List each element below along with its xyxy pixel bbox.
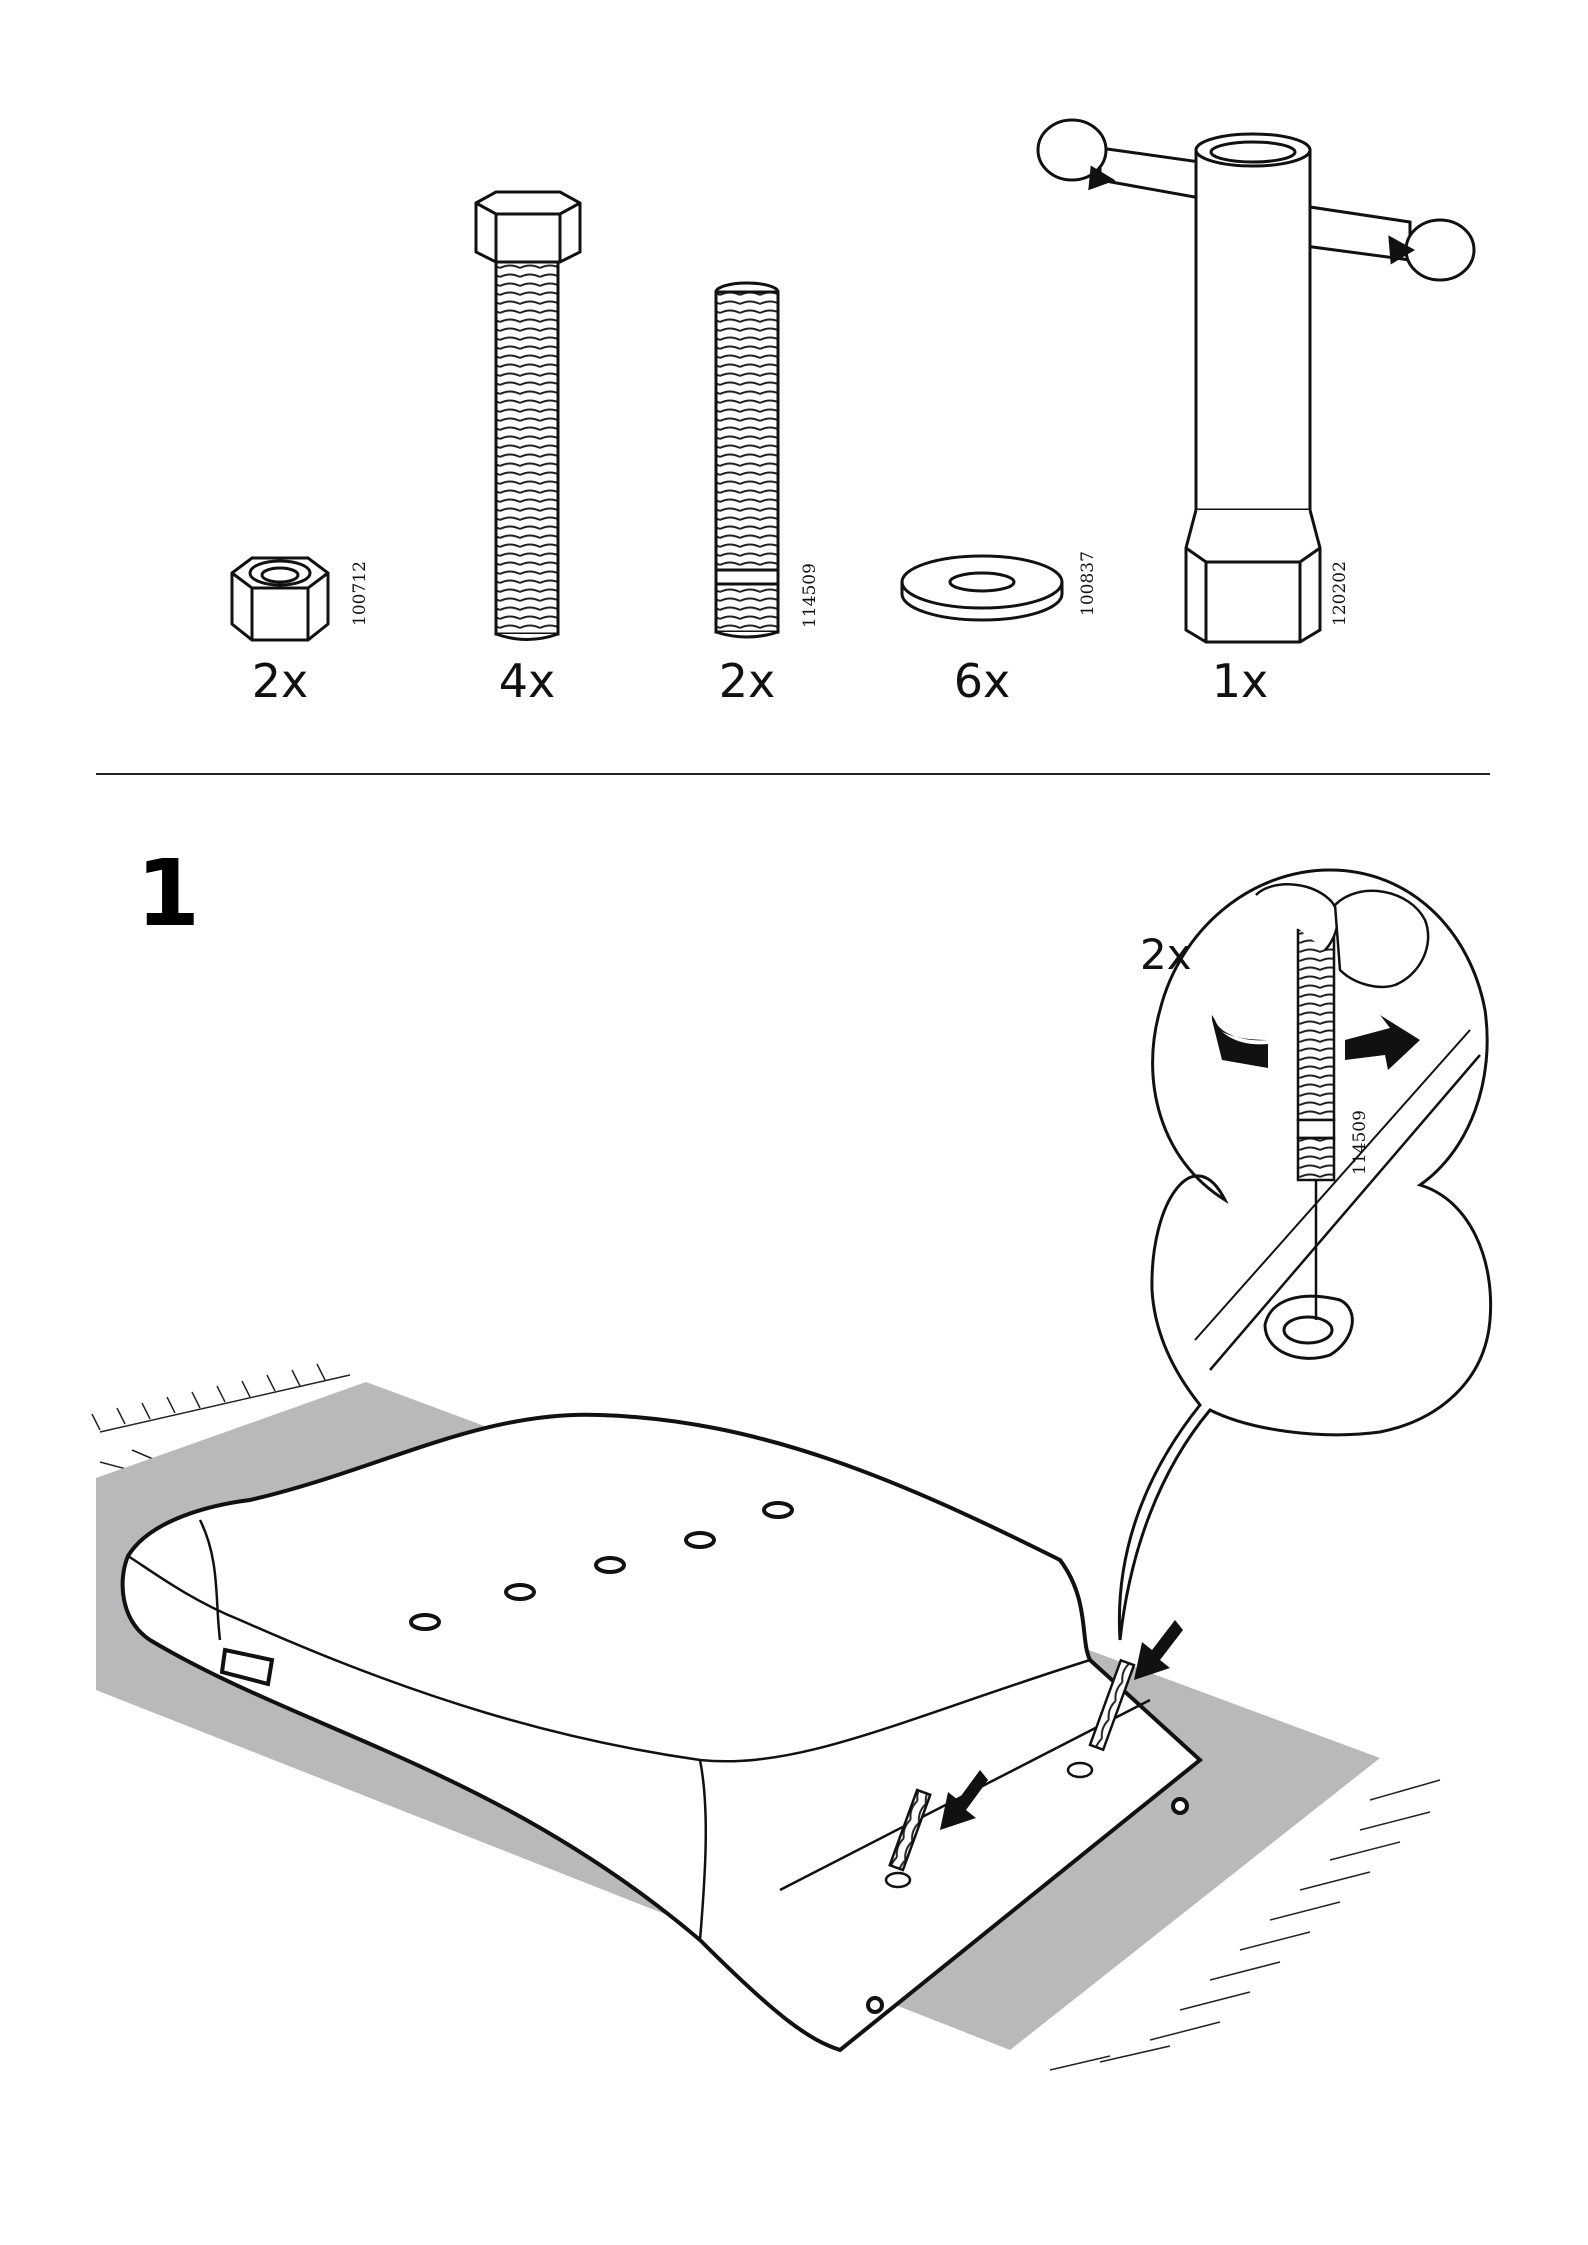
part-quantity: 2x <box>252 654 309 708</box>
part-quantity: 6x <box>954 654 1011 708</box>
washer-drawing <box>902 556 1062 620</box>
part-number: 120202 <box>1330 561 1350 626</box>
part-number: 114509 <box>800 563 820 628</box>
t-handle-wrench-drawing <box>1038 120 1474 642</box>
part-quantity: 1x <box>1212 654 1269 708</box>
callout-quantity: 2x <box>1140 930 1192 979</box>
part-quantity: 2x <box>719 654 776 708</box>
hex-nut-drawing <box>232 558 328 640</box>
section-divider <box>96 773 1490 775</box>
part-number: 100712 <box>350 561 370 626</box>
callout-part-number: 114509 <box>1350 1110 1370 1175</box>
part-number: 100837 <box>1078 551 1098 616</box>
threaded-stud-drawing <box>716 283 778 637</box>
step-number: 1 <box>136 848 200 940</box>
part-quantity: 4x <box>499 654 556 708</box>
hex-bolt-drawing <box>476 192 580 640</box>
